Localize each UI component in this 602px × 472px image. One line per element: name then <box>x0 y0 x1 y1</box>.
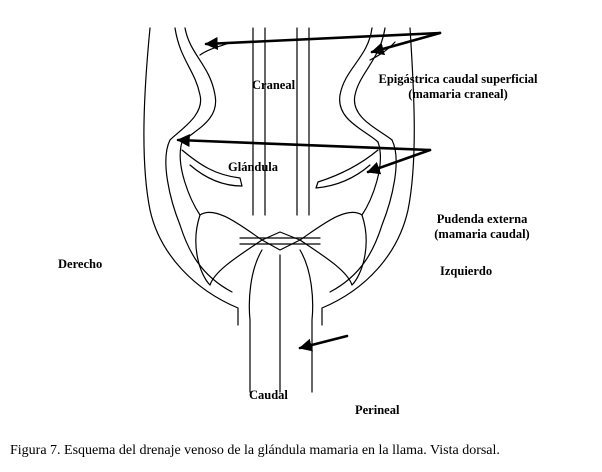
vein-right-lateral-inner <box>361 141 381 216</box>
vein-network-left <box>195 211 263 286</box>
vein-cranial-left-inner <box>181 27 217 143</box>
vein-left-lateral-inner <box>179 141 201 216</box>
arrow-lateral-left <box>176 133 432 152</box>
label-craneal: Craneal <box>252 78 296 92</box>
label-epigastrica-line2: (mamaria craneal) <box>408 87 508 101</box>
vein-cranial-right-inner <box>339 27 379 143</box>
label-derecho: Derecho <box>58 257 103 271</box>
label-glandula: Glándula <box>228 160 279 174</box>
label-pudenda: Pudenda externa (mamaria caudal) <box>426 212 538 242</box>
figure-caption: Figura 7. Esquema del drenaje venoso de … <box>10 443 500 458</box>
arrow-cranial-left <box>204 31 442 50</box>
body-outline-right <box>321 27 415 326</box>
vein-gland-right <box>315 149 379 189</box>
vein-gland-left <box>181 149 243 187</box>
label-perineal: Perineal <box>355 403 400 417</box>
arrow-cranial-right <box>370 31 442 56</box>
vein-caudal-left <box>248 249 263 393</box>
vein-cranial-left-outer <box>169 27 202 141</box>
label-pudenda-line2: (mamaria caudal) <box>434 227 530 241</box>
label-epigastrica: Epigástrica caudal superficial (mamaria … <box>373 72 543 102</box>
vein-network-center <box>261 231 301 251</box>
label-izquierdo: Izquierdo <box>440 264 493 278</box>
arrow-caudal <box>298 334 349 352</box>
arrow-lateral-right <box>366 148 432 175</box>
vein-left-lateral-outer <box>165 139 233 293</box>
label-epigastrica-line1: Epigástrica caudal superficial <box>378 72 538 86</box>
body-outline-left <box>143 27 239 326</box>
label-caudal: Caudal <box>249 388 288 402</box>
vein-network-right <box>299 211 367 286</box>
label-pudenda-line1: Pudenda externa <box>436 212 528 226</box>
vein-caudal-right <box>299 249 314 393</box>
